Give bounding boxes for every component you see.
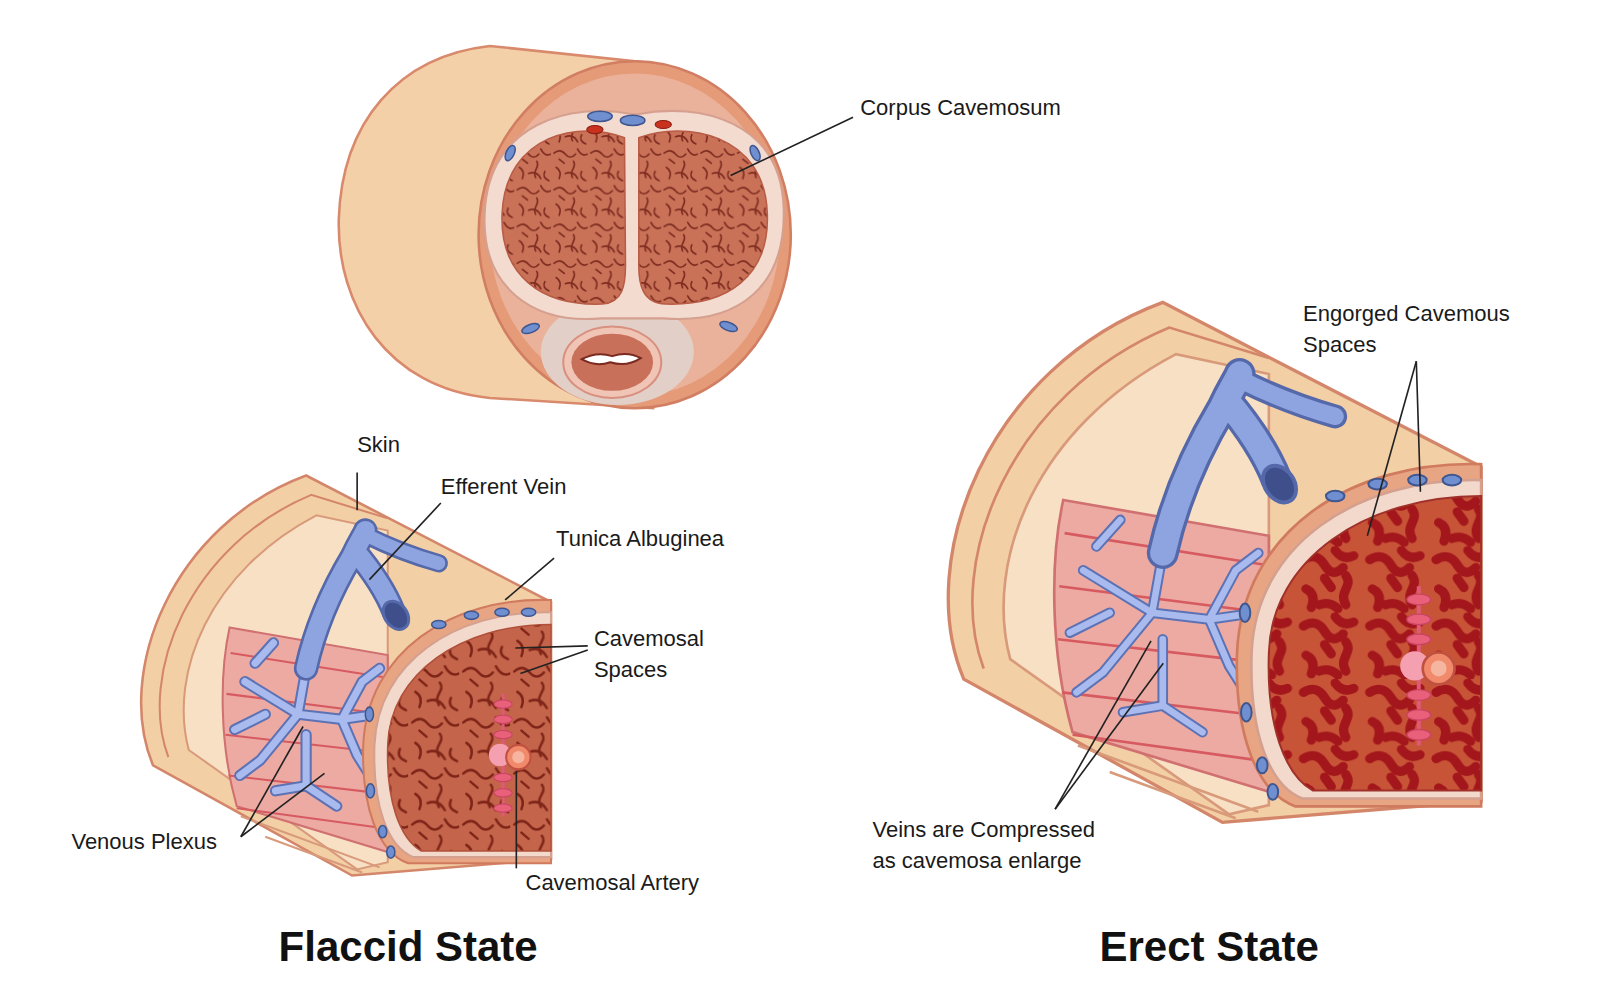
part-label: Efferent Vein bbox=[441, 471, 567, 502]
leader-lines bbox=[241, 117, 1421, 868]
state-caption: Erect State bbox=[1099, 923, 1318, 971]
part-label: Cavemosal Spaces bbox=[594, 623, 734, 685]
part-label: Engorged Cavemous Spaces bbox=[1303, 298, 1533, 360]
part-label: Cavemosal Artery bbox=[526, 867, 700, 898]
part-label: Veins are Compressed as cavemosa enlarge bbox=[872, 814, 1112, 876]
part-label: Skin bbox=[357, 429, 400, 460]
part-label: Corpus Cavemosum bbox=[860, 92, 1061, 123]
flaccid-figure bbox=[141, 476, 551, 876]
state-caption: Flaccid State bbox=[279, 923, 538, 971]
cross-section bbox=[339, 46, 791, 408]
part-label: Venous Plexus bbox=[71, 826, 217, 857]
part-label: Tunica Albuginea bbox=[556, 523, 724, 554]
erect-figure bbox=[948, 302, 1481, 822]
